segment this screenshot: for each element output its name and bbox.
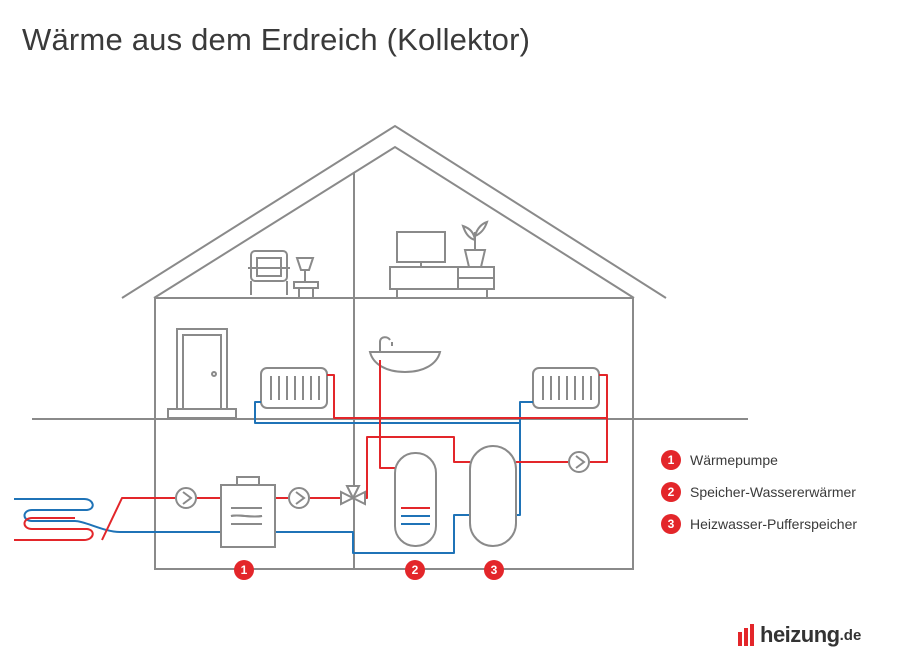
buffer-tank <box>469 445 517 547</box>
pump-icon <box>288 487 310 509</box>
heat-pump-unit <box>220 476 276 548</box>
valve-icon <box>340 485 366 506</box>
marker-heat-pump: 1 <box>234 560 254 580</box>
brand-tld: .de <box>839 626 862 644</box>
supply-line-main <box>196 436 470 499</box>
dhw-tank <box>394 452 437 547</box>
return-line-buffer <box>516 423 521 516</box>
page-title: Wärme aus dem Erdreich (Kollektor) <box>22 22 531 57</box>
legend-badge: 1 <box>661 450 681 470</box>
brand-logo: heizung .de <box>738 622 861 648</box>
supply-line-buffer <box>516 418 608 463</box>
legend-label: Speicher-Wassererwärmer <box>690 484 856 500</box>
roof-inner <box>153 145 635 299</box>
brand-name: heizung <box>760 622 840 647</box>
legend-label: Heizwasser-Pufferspeicher <box>690 516 858 532</box>
legend-label: Wärmepumpe <box>690 452 778 468</box>
radiator-icon <box>532 367 600 409</box>
marker-dhw-tank: 2 <box>405 560 425 580</box>
plant-icon <box>461 220 489 268</box>
sink-icon <box>368 336 442 374</box>
marker-buffer-tank: 3 <box>484 560 504 580</box>
roof-outer <box>121 124 667 299</box>
radiator-icon <box>260 367 328 409</box>
pump-icon <box>175 487 197 509</box>
legend-item: 2 Speicher-Wassererwärmer <box>661 482 857 502</box>
sideboard-icon <box>389 266 495 298</box>
legend-item: 3 Heizwasser-Pufferspeicher <box>661 514 857 534</box>
return-line-main <box>120 514 470 554</box>
door-icon <box>167 328 237 419</box>
legend-badge: 3 <box>661 514 681 534</box>
supply-line-collector <box>14 497 175 541</box>
supply-line-radiators <box>327 374 608 419</box>
pump-icon <box>568 451 590 473</box>
legend: 1 Wärmepumpe 2 Speicher-Wassererwärmer 3… <box>661 450 857 546</box>
lamp-icon <box>293 257 319 297</box>
legend-item: 1 Wärmepumpe <box>661 450 857 470</box>
armchair-icon <box>248 250 290 295</box>
return-line-collector <box>14 498 121 533</box>
supply-line-sink <box>379 360 395 469</box>
house-walls <box>154 298 634 570</box>
return-line-radiators <box>254 401 533 424</box>
tv-icon <box>396 231 446 267</box>
brand-logo-icon <box>738 624 756 646</box>
legend-badge: 2 <box>661 482 681 502</box>
